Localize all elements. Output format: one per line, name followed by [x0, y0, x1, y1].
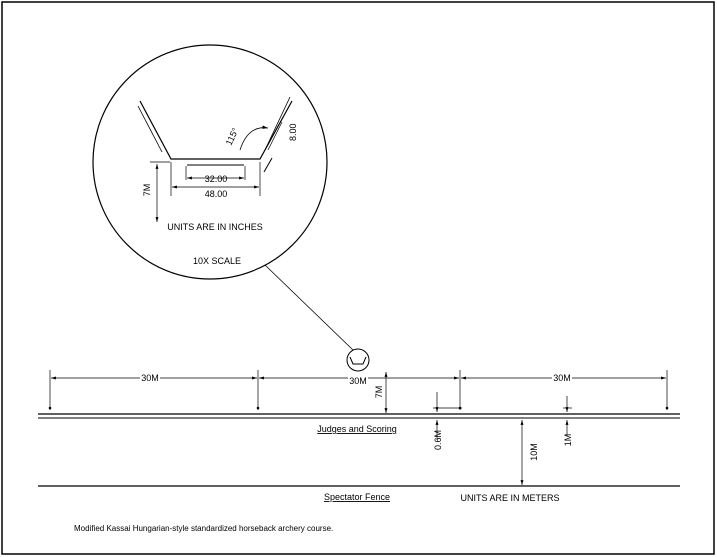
judges-label: Judges and Scoring	[317, 424, 397, 434]
detail-circle	[92, 44, 328, 280]
target-profile	[139, 100, 293, 160]
scale-note: 10X SCALE	[193, 256, 241, 266]
height-dim-tick	[263, 157, 273, 173]
caption: Modified Kassai Hungarian-style standard…	[74, 524, 333, 533]
target-offset-label: 1M	[563, 434, 573, 447]
target-height-label: 7M	[374, 386, 384, 399]
height-dim-line	[267, 121, 283, 151]
segment-label-2: 30M	[349, 376, 367, 386]
fence-label: Spectator Fence	[324, 492, 390, 502]
segment-label-3: 30M	[553, 373, 571, 383]
course-plan: 30M 30M 30M 7M 0.6M Judges and Scoring 1…	[38, 348, 680, 503]
height-label: 8.00	[288, 123, 298, 141]
detail-view: 115° 8.00 32.00 48.00 7M UNITS ARE IN IN…	[92, 44, 354, 351]
detail-leader-line	[264, 264, 354, 351]
detail-units-note: UNITS ARE IN INCHES	[167, 222, 263, 232]
offset-label: 0.6M	[433, 430, 443, 450]
outer-width-label: 48.00	[205, 189, 228, 199]
left-wall-line	[137, 105, 163, 153]
right-wall-line	[264, 96, 291, 151]
target-marker-profile	[349, 356, 367, 365]
angle-arc	[239, 125, 269, 151]
segment-label-1: 30M	[141, 373, 159, 383]
course-units-note: UNITS ARE IN METERS	[460, 493, 559, 503]
inner-width-label: 32.00	[205, 174, 228, 184]
depth-label: 7M	[142, 184, 152, 197]
target-marker	[346, 348, 370, 372]
angle-label: 115°	[224, 126, 241, 147]
fence-distance-label: 10M	[529, 443, 539, 461]
